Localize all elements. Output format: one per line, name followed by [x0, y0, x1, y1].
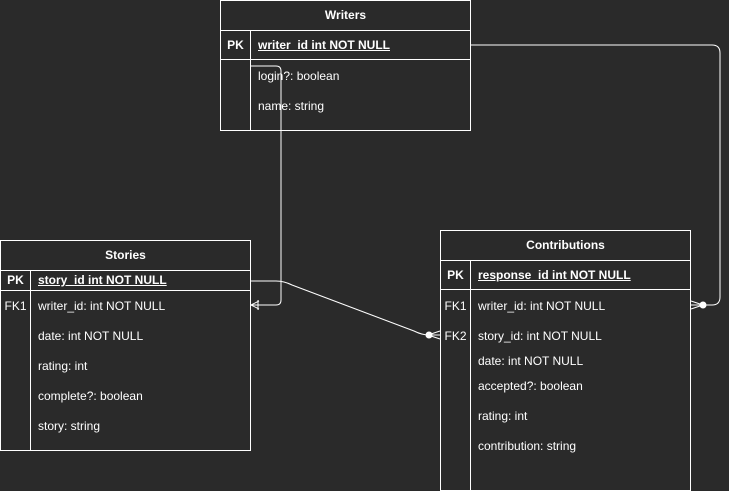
entity-title: Contributions: [441, 231, 690, 261]
entity-field: login?: boolean: [258, 69, 340, 83]
relationship-writers-stories[interactable]: [250, 65, 282, 310]
key-label: FK1: [444, 299, 467, 313]
entity-field: story_id: int NOT NULL: [478, 329, 602, 343]
key-label: PK: [7, 273, 24, 287]
key-label: PK: [447, 268, 464, 282]
relationship-stories-contributions[interactable]: [251, 280, 441, 340]
entity-field: date: int NOT NULL: [478, 354, 584, 368]
primary-key-row: PK response_id int NOT NULL: [441, 260, 690, 290]
entity-field: rating: int: [478, 409, 528, 423]
entity-field: name: string: [258, 99, 325, 113]
entity-field: writer_id: int NOT NULL: [38, 299, 166, 313]
key-label: FK2: [444, 329, 467, 343]
key-label: PK: [227, 38, 244, 52]
entity-field: accepted?: boolean: [478, 379, 583, 393]
primary-key-row: PK story_id int NOT NULL: [1, 270, 250, 291]
primary-key-row: PK writer_id int NOT NULL: [221, 30, 470, 60]
entity-field: writer_id: int NOT NULL: [478, 299, 606, 313]
entity-stories[interactable]: Stories PK story_id int NOT NULL FK1 wri…: [0, 240, 251, 451]
entity-field: rating: int: [38, 359, 88, 373]
entity-writers[interactable]: Writers PK writer_id int NOT NULL login?…: [220, 0, 471, 131]
entity-title: Stories: [1, 241, 250, 271]
entity-field: story: string: [38, 419, 101, 433]
primary-key-field: story_id int NOT NULL: [38, 273, 167, 287]
relationship-writers-contributions[interactable]: [471, 44, 721, 310]
entity-title: Writers: [221, 1, 470, 31]
primary-key-field: response_id int NOT NULL: [478, 268, 631, 282]
entity-field: contribution: string: [478, 439, 577, 453]
entity-contributions[interactable]: Contributions PK response_id int NOT NUL…: [440, 230, 691, 491]
entity-field: complete?: boolean: [38, 389, 143, 403]
key-label: FK1: [4, 299, 27, 313]
entity-field: date: int NOT NULL: [38, 329, 144, 343]
primary-key-field: writer_id int NOT NULL: [258, 38, 390, 52]
